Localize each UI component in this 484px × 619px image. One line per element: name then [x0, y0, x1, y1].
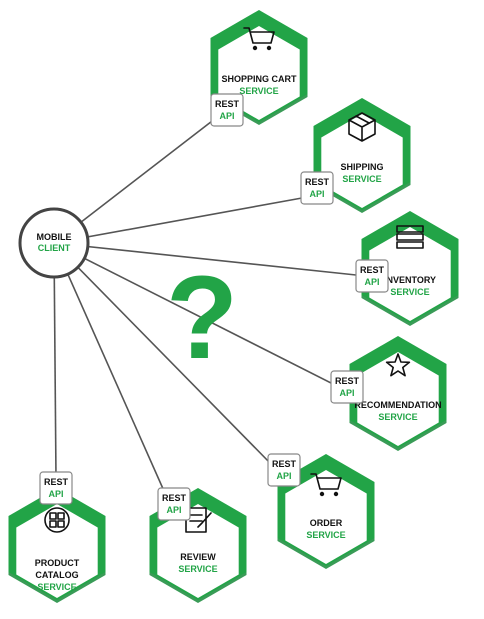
api-badge-top: REST — [360, 265, 385, 275]
service-shopping-cart-label-2: SERVICE — [239, 86, 278, 96]
api-badge-bottom: API — [166, 505, 181, 515]
api-badge-recommendation: REST API — [330, 370, 364, 404]
service-inventory-label-2: SERVICE — [390, 287, 429, 297]
stack-icon — [396, 225, 424, 249]
api-badge-product-catalog: REST API — [39, 471, 73, 505]
review-icon — [185, 507, 212, 533]
service-inventory: INVENTORY SERVICE — [361, 211, 459, 326]
api-badge-review: REST API — [157, 487, 191, 521]
api-badge-bottom: API — [276, 471, 291, 481]
connector-inventory — [53, 242, 357, 276]
api-badge-top: REST — [335, 376, 360, 386]
service-nodes: SHOPPING CARTSERVICESHIPPINGSERVICEINVEN… — [8, 10, 459, 603]
service-recommendation-label-2: SERVICE — [378, 412, 417, 422]
cart-icon — [310, 473, 342, 497]
connector-recommendation — [53, 242, 334, 385]
grid-icon — [44, 507, 70, 533]
api-badge-bottom: API — [364, 277, 379, 287]
api-badge-shipping: REST API — [300, 171, 334, 205]
star-icon — [385, 353, 411, 377]
question-mark: ? — [166, 252, 238, 384]
api-badge-bottom: API — [48, 489, 63, 499]
connector-order — [53, 242, 273, 466]
api-badge-top: REST — [272, 459, 297, 469]
connector-lines — [53, 117, 357, 501]
service-recommendation: RECOMMENDATION SERVICE — [349, 336, 447, 451]
service-order-label-1: ORDER — [310, 518, 343, 528]
api-badges: REST API REST API REST API REST API REST API REST A… — [39, 93, 389, 521]
service-product-catalog-label-3: SERVICE — [37, 582, 76, 592]
service-shipping: SHIPPING SERVICE — [313, 98, 411, 213]
service-shipping-label-1: SHIPPING — [340, 162, 383, 172]
service-recommendation-label-1: RECOMMENDATION — [354, 400, 441, 410]
api-badge-order: REST API — [267, 453, 301, 487]
service-shopping-cart-label-1: SHOPPING CART — [221, 74, 297, 84]
connector-review — [53, 242, 169, 501]
api-badge-bottom: API — [339, 388, 354, 398]
api-badge-bottom: API — [309, 189, 324, 199]
service-product-catalog: PRODUCT CATALOG SERVICE — [8, 488, 106, 603]
client-label-line1: MOBILE — [37, 232, 72, 242]
client-label-line2: CLIENT — [38, 243, 71, 253]
mobile-client-node: MOBILE CLIENT — [18, 207, 90, 279]
service-review-label-2: SERVICE — [178, 564, 217, 574]
api-badge-top: REST — [215, 99, 240, 109]
connector-shipping — [53, 197, 303, 244]
service-order: ORDER SERVICE — [277, 454, 375, 569]
api-badge-top: REST — [44, 477, 69, 487]
api-badge-inventory: REST API — [355, 259, 389, 293]
connector-product-catalog — [53, 242, 57, 479]
api-badge-bottom: API — [219, 111, 234, 121]
service-shipping-label-2: SERVICE — [342, 174, 381, 184]
api-badge-shopping-cart: REST API — [210, 93, 244, 127]
service-review-label-1: REVIEW — [180, 552, 216, 562]
cart-icon — [243, 27, 275, 51]
service-product-catalog-label-1: PRODUCT — [35, 558, 80, 568]
service-order-label-2: SERVICE — [306, 530, 345, 540]
service-product-catalog-label-2: CATALOG — [35, 570, 78, 580]
api-badge-top: REST — [162, 493, 187, 503]
api-badge-top: REST — [305, 177, 330, 187]
package-icon — [348, 112, 376, 142]
service-inventory-label-1: INVENTORY — [384, 275, 436, 285]
